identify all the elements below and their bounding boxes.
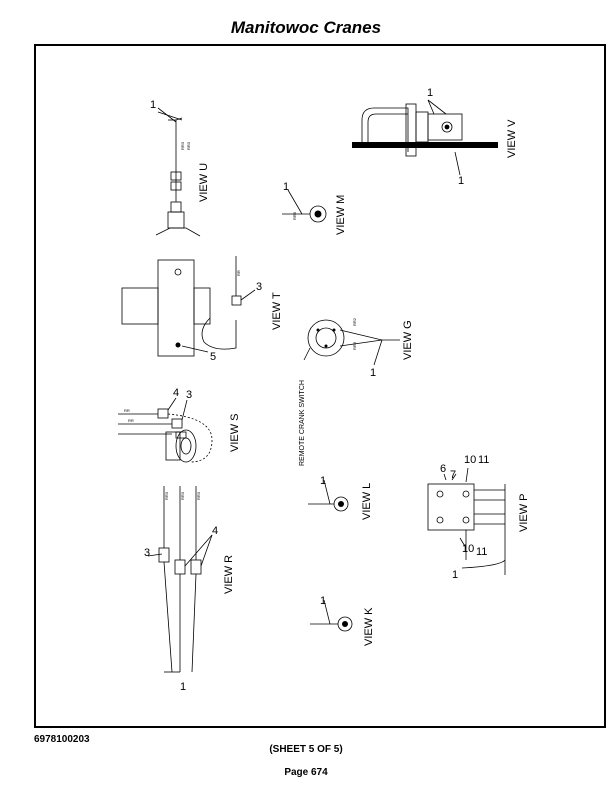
view-v-callout-2: 1 (458, 175, 464, 187)
svg-text:RR3: RR3 (292, 211, 297, 220)
view-p-title: VIEW P (518, 493, 530, 532)
view-k-callout-1: 1 (320, 595, 326, 607)
view-p: 6 7 10 11 10 11 1 VIEW P (427, 454, 530, 581)
drawing-frame (34, 44, 606, 728)
view-g-title: VIEW G (402, 320, 414, 360)
view-r-callout-4: 4 (212, 525, 218, 537)
view-g: RR2 RR3 REMOTE CRANK SWITCH 1 VIEW G (299, 317, 414, 466)
svg-text:RR: RR (128, 418, 134, 423)
view-u: RR3 RR3 1 VIEW U (150, 99, 210, 237)
view-r: RR3 RR3 RR3 3 4 1 VIEW R (144, 486, 235, 693)
svg-text:RR3: RR3 (164, 491, 169, 500)
svg-text:RR: RR (124, 408, 130, 413)
view-t: RR 3 5 VIEW T (121, 256, 283, 363)
view-s-callout-3: 3 (186, 389, 192, 401)
view-m-title: VIEW M (335, 195, 347, 235)
view-p-callout-10-top: 10 (464, 454, 476, 466)
document-number: 6978100203 (34, 734, 90, 745)
view-p-callout-6: 6 (440, 463, 446, 475)
view-k-title: VIEW K (363, 607, 375, 646)
view-p-callout-7: 7 (450, 469, 456, 481)
view-p-callout-10-bottom: 10 (462, 543, 474, 555)
svg-text:RR3: RR3 (352, 341, 357, 350)
view-s-callout-4: 4 (173, 387, 179, 399)
page-number: Page 674 (284, 767, 328, 778)
view-m-callout-1: 1 (283, 181, 289, 193)
view-v-callout-1: 1 (427, 87, 433, 99)
view-p-callout-11-bottom: 11 (476, 546, 487, 558)
svg-text:RR3: RR3 (180, 491, 185, 500)
view-u-title: VIEW U (198, 163, 210, 202)
svg-text:RR3: RR3 (186, 141, 191, 150)
view-s-title: VIEW S (229, 413, 241, 452)
view-k: 1 VIEW K (310, 595, 375, 646)
svg-text:RR3: RR3 (196, 491, 201, 500)
view-g-callout-1: 1 (370, 367, 376, 379)
view-p-callout-11-top: 11 (478, 454, 489, 466)
view-l-callout-1: 1 (320, 475, 326, 487)
view-g-label: REMOTE CRANK SWITCH (299, 380, 306, 466)
view-u-callout-1: 1 (150, 99, 156, 111)
view-r-callout-1: 1 (180, 681, 186, 693)
view-l: 1 VIEW L (308, 475, 373, 520)
view-s: RR RR 4 3 VIEW S (118, 387, 241, 463)
view-t-callout-3: 3 (256, 281, 262, 293)
view-m: RR3 1 VIEW M (282, 181, 347, 235)
view-t-callout-5: 5 (210, 351, 216, 363)
svg-text:RR: RR (236, 270, 241, 276)
page-title: Manitowoc Cranes (230, 18, 382, 37)
svg-text:RR3: RR3 (180, 141, 185, 150)
view-r-callout-3: 3 (144, 547, 150, 559)
view-l-title: VIEW L (361, 483, 373, 520)
svg-text:RR2: RR2 (352, 317, 357, 326)
sheet-label: (SHEET 5 OF 5) (269, 744, 343, 755)
view-r-title: VIEW R (223, 555, 235, 594)
view-v: 1 1 VIEW V (352, 87, 518, 187)
view-v-title: VIEW V (506, 119, 518, 158)
view-t-title: VIEW T (271, 292, 283, 330)
view-p-callout-1: 1 (452, 569, 458, 581)
